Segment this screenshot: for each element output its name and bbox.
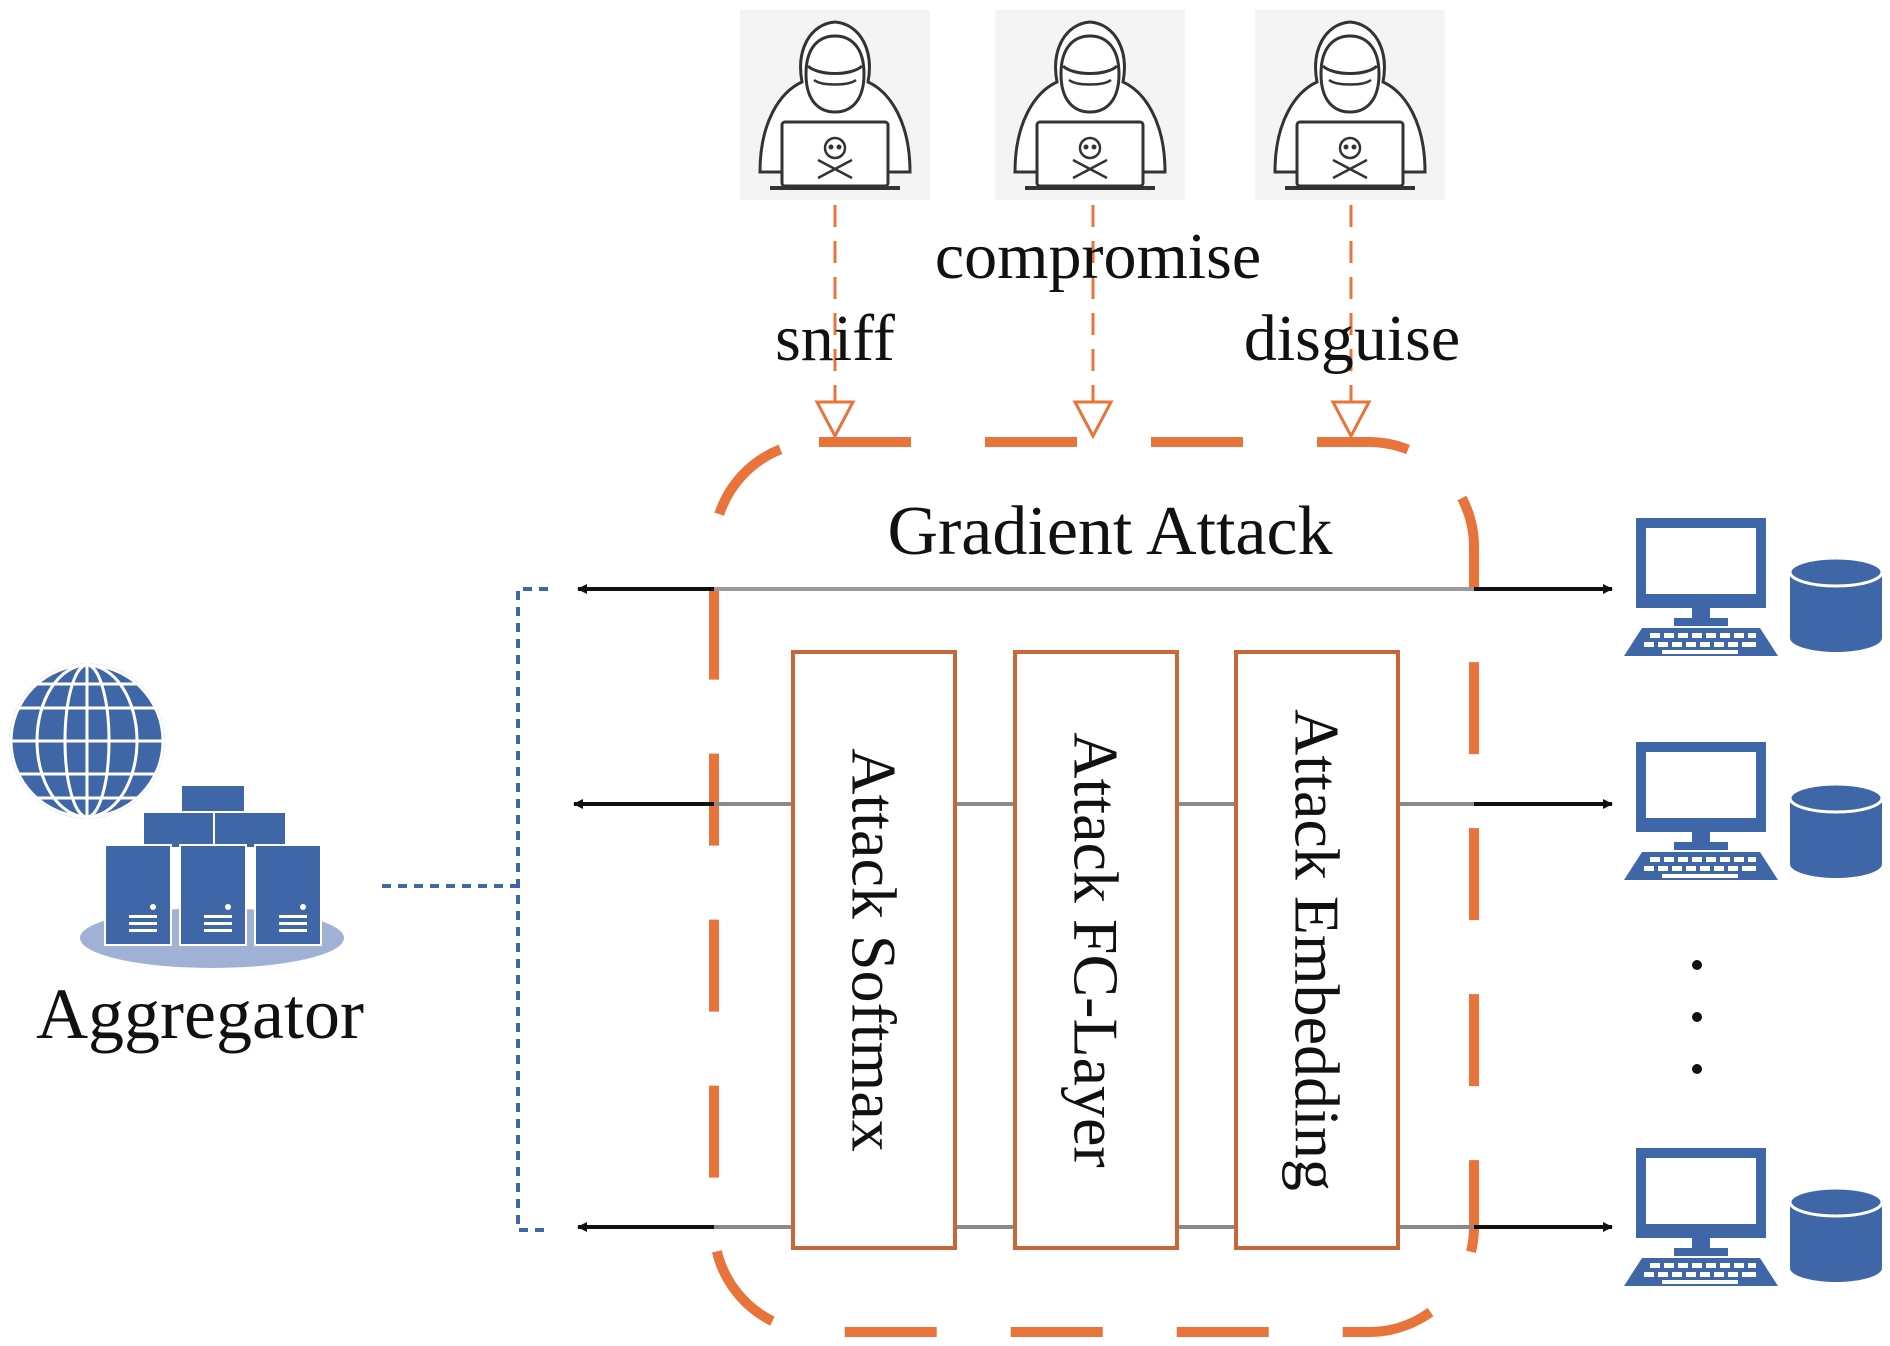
database-icon-1 (1788, 556, 1884, 654)
client-1 (1624, 518, 1884, 656)
aggregator-label: Aggregator (36, 974, 364, 1054)
sniff-arrowhead (814, 400, 856, 440)
client-3 (1624, 1148, 1884, 1286)
attacker-icon-2 (993, 8, 1187, 202)
computer-icon-1 (1624, 518, 1778, 656)
database-icon-3 (1788, 1186, 1884, 1284)
compromise-label: compromise (935, 220, 1261, 293)
aggregator: Aggregator (9, 663, 364, 1054)
client-2 (1624, 742, 1884, 880)
gradient-attack-label: Gradient Attack (887, 493, 1332, 570)
gradient-attack-boundary (709, 437, 1479, 1337)
globe-icon (9, 663, 165, 819)
attacker-icon-1 (738, 8, 932, 202)
sniff-label: sniff (775, 302, 895, 375)
database-icon-2 (1788, 782, 1884, 880)
attack-block-embedding: Attack Embedding (1234, 650, 1400, 1250)
attack-fc-layer-label: Attack FC-Layer (1061, 732, 1132, 1167)
disguise-label: disguise (1244, 302, 1460, 375)
computer-icon-2 (1624, 742, 1778, 880)
attack-softmax-label: Attack Softmax (839, 748, 910, 1151)
disguise-arrowhead (1330, 400, 1372, 440)
attack-embedding-label: Attack Embedding (1282, 709, 1353, 1191)
compromise-arrowhead (1072, 400, 1114, 440)
more-clients-ellipsis (1692, 960, 1702, 1074)
server-stack-icon (104, 784, 322, 946)
aggregator-connector (382, 587, 548, 1232)
attack-block-fc-layer: Attack FC-Layer (1013, 650, 1179, 1250)
attack-block-softmax: Attack Softmax (791, 650, 957, 1250)
attacker-icon-3 (1253, 8, 1447, 202)
computer-icon-3 (1624, 1148, 1778, 1286)
